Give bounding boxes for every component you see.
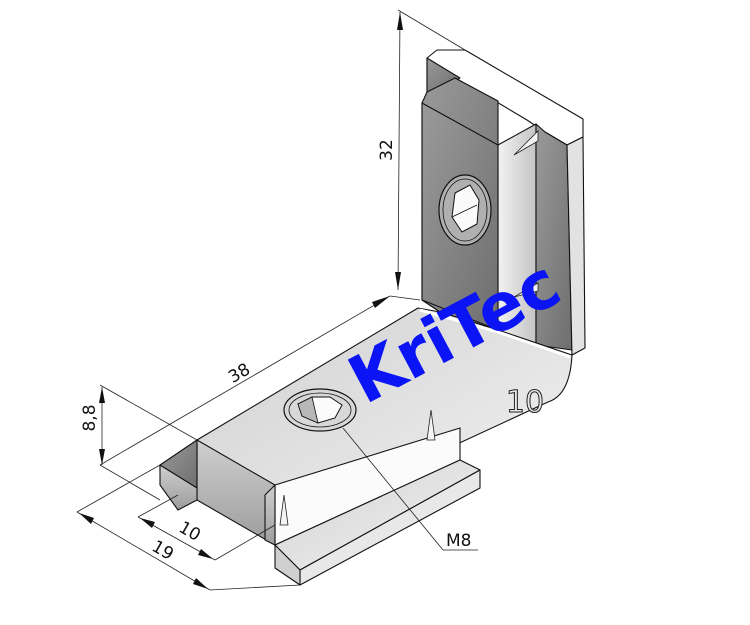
horizontal-leg (159, 307, 573, 586)
hex-socket-horizontal (283, 388, 357, 432)
vertical-leg (421, 49, 586, 356)
cone-tip (513, 282, 539, 298)
part-marking: 10 (506, 385, 544, 420)
dimension-8-8: 8,8 (80, 387, 161, 501)
callout-label-m8: M8 (446, 531, 471, 551)
cone-tip (426, 409, 436, 441)
cone-tip (279, 494, 289, 526)
callout-m8: M8 (342, 427, 478, 551)
dim-label-38: 38 (225, 360, 254, 388)
dim-label-10: 10 (175, 518, 204, 546)
cone-tip (513, 130, 539, 156)
dim-label-32: 32 (377, 139, 397, 161)
dim-label-19: 19 (148, 537, 177, 565)
hex-socket-vertical (438, 174, 492, 246)
dimension-32: 32 (377, 9, 466, 301)
dim-label-8-8: 8,8 (80, 404, 100, 431)
